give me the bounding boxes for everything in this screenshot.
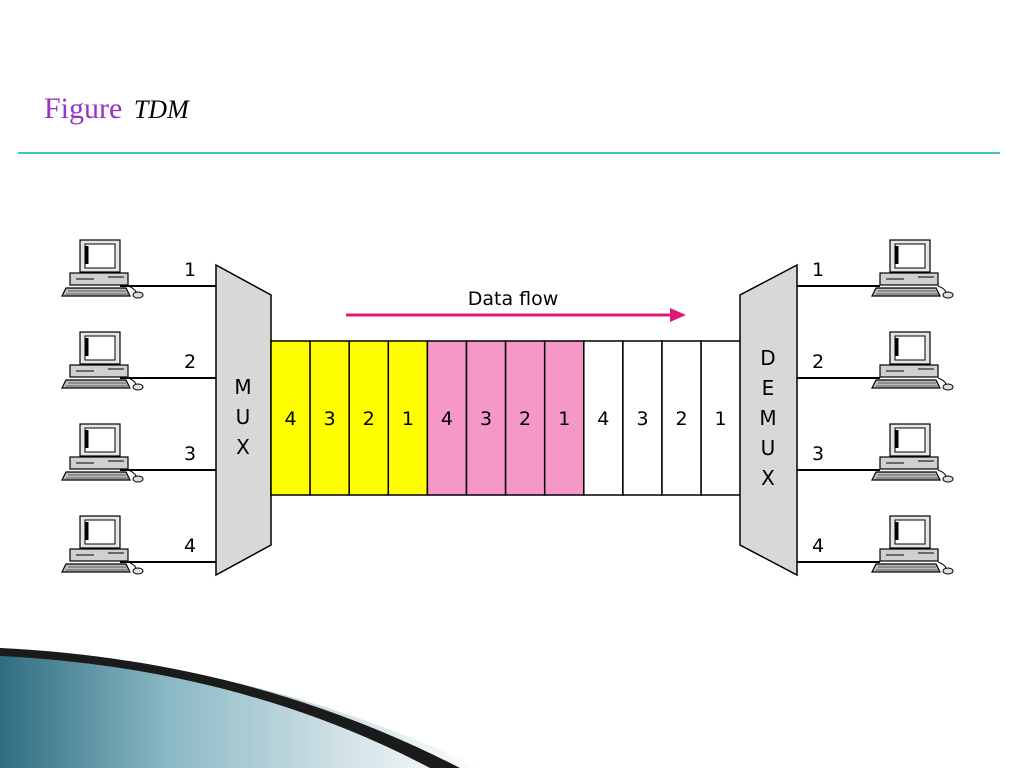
- time-slot-label: 1: [558, 408, 570, 430]
- time-slot: [387, 340, 429, 496]
- time-slot: [309, 340, 350, 496]
- time-slot-label: 3: [636, 408, 648, 430]
- left-computer-1: [60, 238, 145, 300]
- output-line-label: 4: [812, 535, 824, 557]
- time-slot-label: 2: [363, 408, 375, 430]
- title-prefix: Figure: [44, 92, 123, 125]
- time-slot: [583, 340, 624, 496]
- data-flow-label: Data flow: [468, 288, 559, 310]
- demux-letter: X: [761, 466, 775, 490]
- input-line-label: 4: [184, 535, 196, 557]
- mux-letter: M: [234, 375, 251, 399]
- footer-swoosh-edge: [0, 648, 460, 768]
- time-slot-label: 1: [402, 408, 414, 430]
- output-line-label: 3: [812, 443, 824, 465]
- output-line-label: 1: [812, 259, 824, 281]
- demux-device: [739, 263, 798, 577]
- mux-device: [215, 263, 272, 577]
- demux-letter: U: [761, 436, 776, 460]
- time-slot: [700, 340, 741, 496]
- right-computer-1: [870, 238, 955, 300]
- left-computers: [60, 238, 145, 576]
- right-computer-4: [870, 514, 955, 576]
- demux-letter: E: [762, 376, 775, 400]
- left-computer-4: [60, 514, 145, 576]
- time-slot-label: 3: [324, 408, 336, 430]
- time-slot-label: 4: [285, 408, 297, 430]
- right-computer-2: [870, 330, 955, 392]
- demux-letter: D: [760, 346, 775, 370]
- input-line-label: 2: [184, 351, 196, 373]
- time-slot: [348, 340, 390, 496]
- right-computer-3: [870, 422, 955, 484]
- left-computer-3: [60, 422, 145, 484]
- time-slot-label: 2: [519, 408, 531, 430]
- input-line-label: 3: [184, 443, 196, 465]
- input-line-label: 1: [184, 259, 196, 281]
- time-slot-label: 4: [441, 408, 453, 430]
- mux-letter: X: [236, 435, 250, 459]
- time-slot-label: 2: [675, 408, 687, 430]
- data-flow-arrowhead: [670, 308, 686, 322]
- demux-letter: M: [759, 406, 776, 430]
- time-slot-label: 4: [597, 408, 609, 430]
- time-slot-label: 3: [480, 408, 492, 430]
- slide-title: Figure TDM: [44, 92, 189, 126]
- output-line-label: 2: [812, 351, 824, 373]
- mux-letter: U: [236, 405, 251, 429]
- title-divider: [18, 152, 1000, 154]
- title-name: TDM: [133, 95, 189, 124]
- footer-swoosh: [0, 648, 480, 768]
- time-slot: [504, 340, 546, 496]
- tdm-slots: 4 3 2 1 4 3 2 1 4 3 2 1: [270, 340, 741, 496]
- time-slot: [270, 340, 311, 496]
- left-computer-2: [60, 330, 145, 392]
- right-computers: [870, 238, 955, 576]
- time-slot-label: 1: [715, 408, 727, 430]
- time-slot: [661, 340, 702, 496]
